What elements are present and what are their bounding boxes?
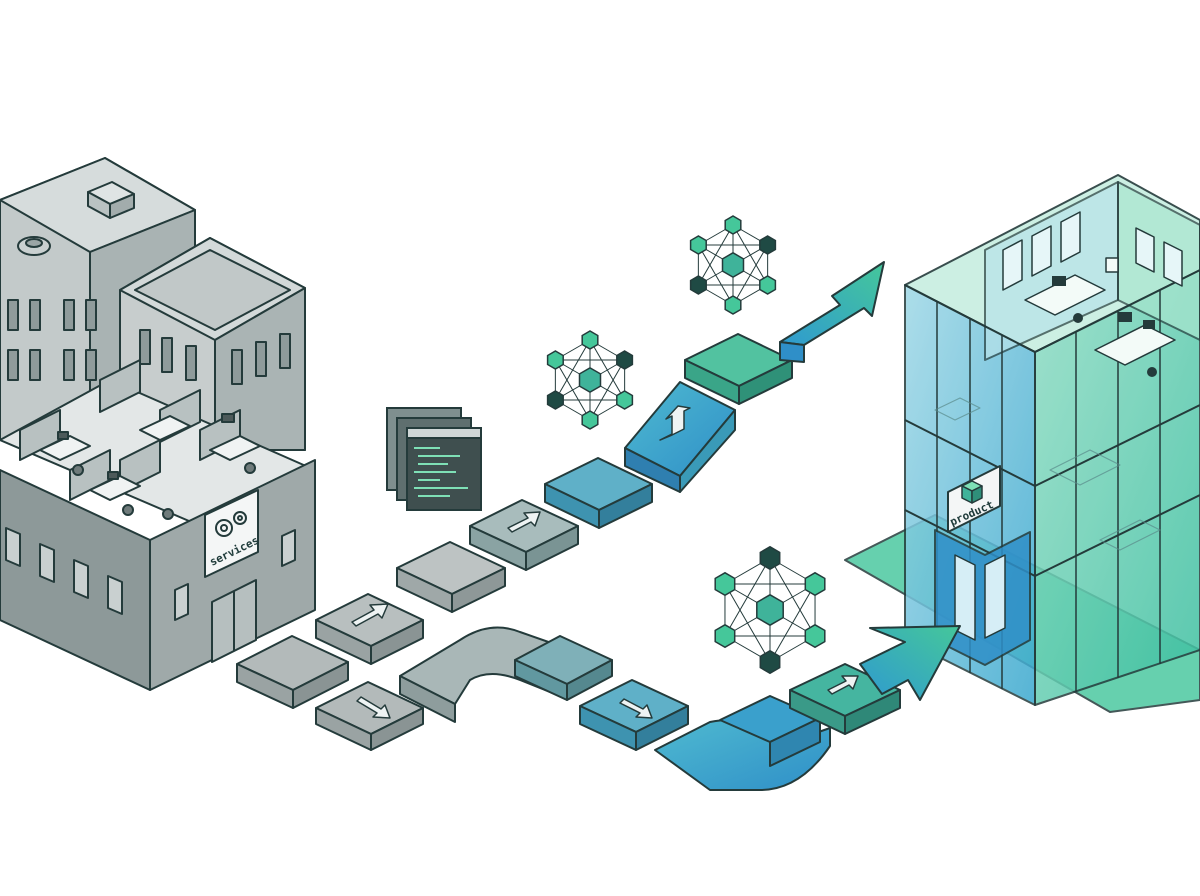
tile-blue-1 [544, 457, 653, 529]
network-node [616, 390, 634, 410]
arrow-icon [351, 405, 859, 719]
network-hub [578, 367, 602, 393]
path-tiles [236, 333, 901, 791]
network-node [714, 571, 736, 597]
network-hub [721, 251, 745, 278]
network-node [546, 390, 564, 410]
code-window-icon [386, 407, 482, 511]
tile-gray-2 [396, 541, 506, 613]
hex-network-icon [546, 215, 826, 675]
network-node [759, 649, 781, 675]
network-node [724, 215, 742, 235]
services-building [0, 157, 316, 691]
network-node [546, 350, 564, 370]
services-sign [204, 489, 259, 578]
network-node [714, 623, 736, 649]
network-node [804, 571, 826, 597]
tile-gray-1 [236, 635, 349, 709]
network-node [616, 350, 634, 370]
network-node [689, 235, 707, 255]
network-node [724, 295, 742, 315]
network-hub [756, 593, 784, 627]
tile-teal-2 [514, 635, 613, 701]
growth-arrow-lower [859, 625, 961, 701]
cube-icon [961, 480, 983, 504]
growth-arrow-upper [779, 261, 885, 363]
network-node [759, 545, 781, 571]
network-node [759, 275, 777, 295]
network-node [804, 623, 826, 649]
network-node [581, 330, 599, 350]
tile-arrow-blue-1 [579, 679, 689, 751]
gears-icon [215, 511, 247, 537]
tile-ramp [624, 381, 736, 493]
tile-arrow-gray-1 [315, 593, 424, 665]
network-node [689, 275, 707, 295]
network-node [581, 410, 599, 430]
network-node [759, 235, 777, 255]
